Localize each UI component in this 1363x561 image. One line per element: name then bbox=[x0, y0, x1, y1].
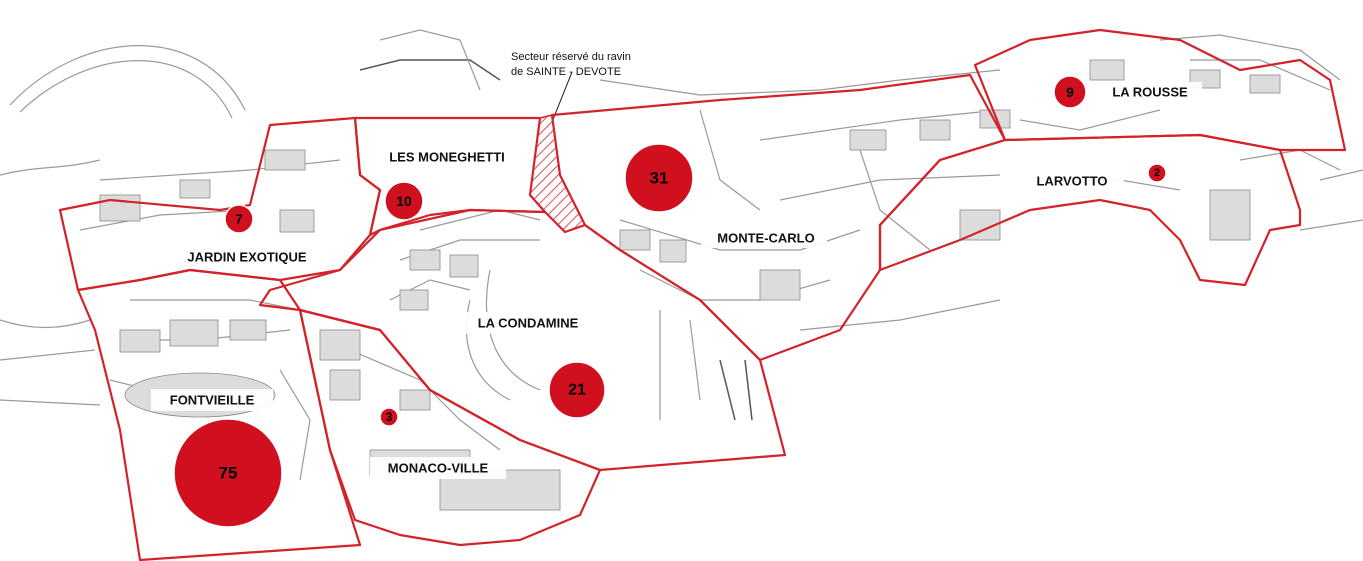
count-bubble-monte-carlo bbox=[624, 143, 694, 213]
boundary-monaco-ville bbox=[298, 308, 602, 547]
count-bubble-monaco-ville bbox=[379, 407, 399, 427]
boundary-monte-carlo bbox=[550, 73, 1007, 362]
count-label-la-rousse: 9 bbox=[1066, 84, 1074, 100]
count-bubble-jardin-exotique bbox=[224, 204, 254, 234]
count-bubbles: 9 2 31 10 7 21 75 3 bbox=[173, 75, 1167, 528]
count-label-la-condamine: 21 bbox=[568, 382, 586, 399]
district-label-larvotto: LARVOTTO bbox=[1036, 174, 1107, 189]
count-bubble-la-rousse bbox=[1053, 75, 1087, 109]
district-label-la-rousse: LA ROUSSE bbox=[1112, 85, 1188, 100]
district-label-les-moneghetti: LES MONEGHETTI bbox=[389, 150, 505, 165]
boundary-les-moneghetti bbox=[353, 116, 547, 237]
count-label-monte-carlo: 31 bbox=[650, 169, 669, 188]
district-labels: LA ROUSSE LARVOTTO MONTE-CARLO LES MONEG… bbox=[151, 82, 1202, 479]
street-network bbox=[0, 29, 1363, 481]
reserved-sector-note-line2: de SAINTE - DEVOTE bbox=[511, 66, 621, 78]
reserved-sector-note-line1: Secteur réservé du ravin bbox=[511, 51, 631, 63]
district-label-monte-carlo: MONTE-CARLO bbox=[717, 231, 815, 246]
count-bubble-larvotto bbox=[1147, 163, 1167, 183]
building-blocks bbox=[99, 59, 1281, 511]
district-label-fontvieille: FONTVIEILLE bbox=[170, 393, 255, 408]
district-label-jardin-exotique: JARDIN EXOTIQUE bbox=[187, 250, 307, 265]
boundary-larvotto bbox=[878, 133, 1302, 287]
count-bubble-les-moneghetti bbox=[384, 181, 424, 221]
count-label-les-moneghetti: 10 bbox=[396, 193, 412, 209]
district-label-la-condamine: LA CONDAMINE bbox=[478, 316, 579, 331]
district-label-monaco-ville: MONACO-VILLE bbox=[388, 461, 489, 476]
count-bubble-la-condamine bbox=[548, 361, 606, 419]
count-label-larvotto: 2 bbox=[1154, 167, 1160, 179]
count-label-fontvieille: 75 bbox=[219, 464, 238, 483]
count-bubble-fontvieille bbox=[173, 418, 283, 528]
count-label-jardin-exotique: 7 bbox=[235, 212, 242, 227]
district-boundaries bbox=[58, 28, 1347, 561]
count-label-monaco-ville: 3 bbox=[386, 410, 393, 424]
